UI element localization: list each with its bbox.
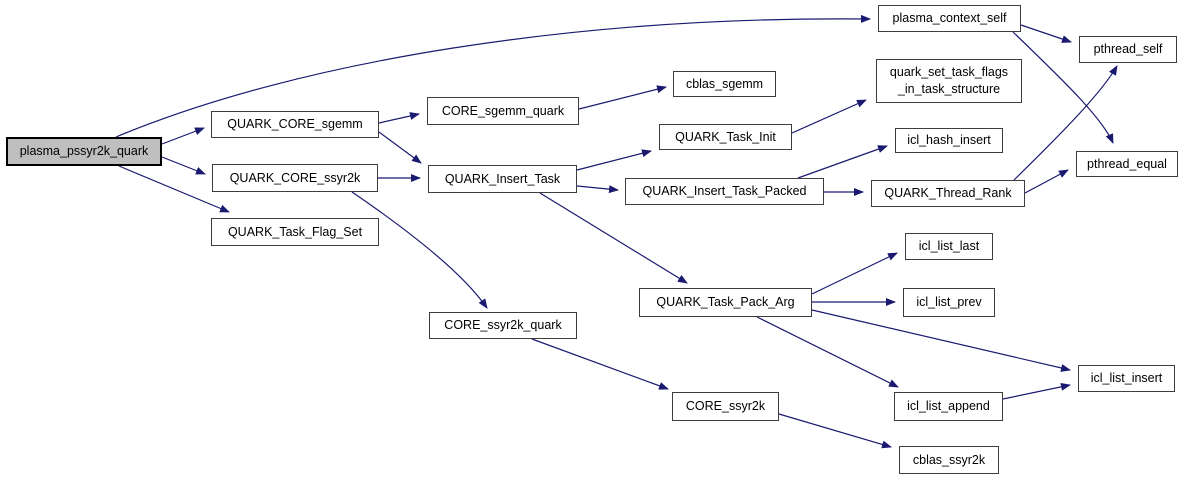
node-CORE_ssyr2k[interactable]: CORE_ssyr2k — [672, 392, 779, 421]
node-QUARK_CORE_sgemm[interactable]: QUARK_CORE_sgemm — [211, 111, 379, 138]
node-QUARK_Thread_Rank[interactable]: QUARK_Thread_Rank — [871, 180, 1025, 207]
node-icl_list_last[interactable]: icl_list_last — [905, 233, 993, 260]
edge-QUARK_Thread_Rank-to-pthread_self — [1013, 65, 1118, 181]
node-QUARK_Task_Pack_Arg[interactable]: QUARK_Task_Pack_Arg — [639, 288, 812, 317]
node-icl_list_insert[interactable]: icl_list_insert — [1078, 365, 1175, 392]
node-plasma_pssyr2k_quark[interactable]: plasma_pssyr2k_quark — [6, 137, 162, 166]
edge-QUARK_Task_Pack_Arg-to-icl_list_insert — [811, 309, 1071, 372]
edge-plasma_context_self-to-pthread_equal — [1012, 31, 1114, 144]
edge-plasma_pssyr2k_quark-to-plasma_context_self — [115, 14, 871, 138]
edge-QUARK_Insert_Task-to-QUARK_Task_Pack_Arg — [539, 192, 688, 284]
edge-QUARK_CORE_sgemm-to-CORE_sgemm_quark — [378, 112, 420, 124]
node-QUARK_Insert_Task_Packed[interactable]: QUARK_Insert_Task_Packed — [625, 178, 824, 205]
edge-plasma_pssyr2k_quark-to-QUARK_CORE_sgemm — [161, 127, 205, 145]
node-quark_set_task_flags_in_task_structure[interactable]: quark_set_task_flags _in_task_structure — [876, 59, 1022, 103]
node-cblas_sgemm[interactable]: cblas_sgemm — [673, 71, 776, 97]
edge-QUARK_Thread_Rank-to-pthread_equal — [1024, 169, 1069, 194]
node-QUARK_Task_Flag_Set[interactable]: QUARK_Task_Flag_Set — [211, 218, 379, 246]
node-CORE_sgemm_quark[interactable]: CORE_sgemm_quark — [427, 97, 579, 125]
edge-QUARK_Insert_Task_Packed-to-icl_hash_insert — [797, 145, 888, 179]
node-QUARK_CORE_ssyr2k[interactable]: QUARK_CORE_ssyr2k — [212, 164, 378, 192]
edge-CORE_ssyr2k_quark-to-CORE_ssyr2k — [531, 338, 669, 390]
node-pthread_equal[interactable]: pthread_equal — [1076, 151, 1178, 177]
edge-QUARK_Insert_Task-to-QUARK_Task_Init — [576, 149, 652, 171]
edge-QUARK_Task_Pack_Arg-to-icl_list_append — [756, 316, 899, 388]
node-QUARK_Insert_Task[interactable]: QUARK_Insert_Task — [428, 165, 577, 193]
edge-CORE_ssyr2k-to-cblas_ssyr2k — [778, 413, 892, 449]
edge-plasma_pssyr2k_quark-to-QUARK_CORE_ssyr2k — [161, 156, 206, 175]
edge-plasma_context_self-to-pthread_self — [1020, 24, 1072, 43]
edge-QUARK_Task_Init-to-quark_set_task_flags_in_task_structure — [791, 99, 867, 134]
node-plasma_context_self[interactable]: plasma_context_self — [878, 5, 1021, 32]
node-icl_list_append[interactable]: icl_list_append — [894, 392, 1003, 421]
edge-QUARK_Task_Pack_Arg-to-icl_list_last — [811, 252, 898, 295]
edge-CORE_sgemm_quark-to-cblas_sgemm — [578, 85, 667, 110]
edge-QUARK_Insert_Task-to-QUARK_Insert_Task_Packed — [576, 185, 619, 194]
node-pthread_self[interactable]: pthread_self — [1079, 36, 1177, 63]
node-icl_hash_insert[interactable]: icl_hash_insert — [895, 128, 1003, 153]
edge-QUARK_CORE_ssyr2k-to-CORE_ssyr2k_quark — [351, 191, 488, 309]
node-CORE_ssyr2k_quark[interactable]: CORE_ssyr2k_quark — [429, 312, 577, 339]
node-QUARK_Task_Init[interactable]: QUARK_Task_Init — [659, 124, 792, 150]
edge-QUARK_CORE_sgemm-to-QUARK_Insert_Task — [378, 131, 422, 164]
edge-icl_list_append-to-icl_list_insert — [1002, 382, 1071, 400]
node-cblas_ssyr2k[interactable]: cblas_ssyr2k — [899, 446, 999, 474]
edge-plasma_pssyr2k_quark-to-QUARK_Task_Flag_Set — [118, 165, 230, 213]
node-icl_list_prev[interactable]: icl_list_prev — [903, 288, 995, 317]
